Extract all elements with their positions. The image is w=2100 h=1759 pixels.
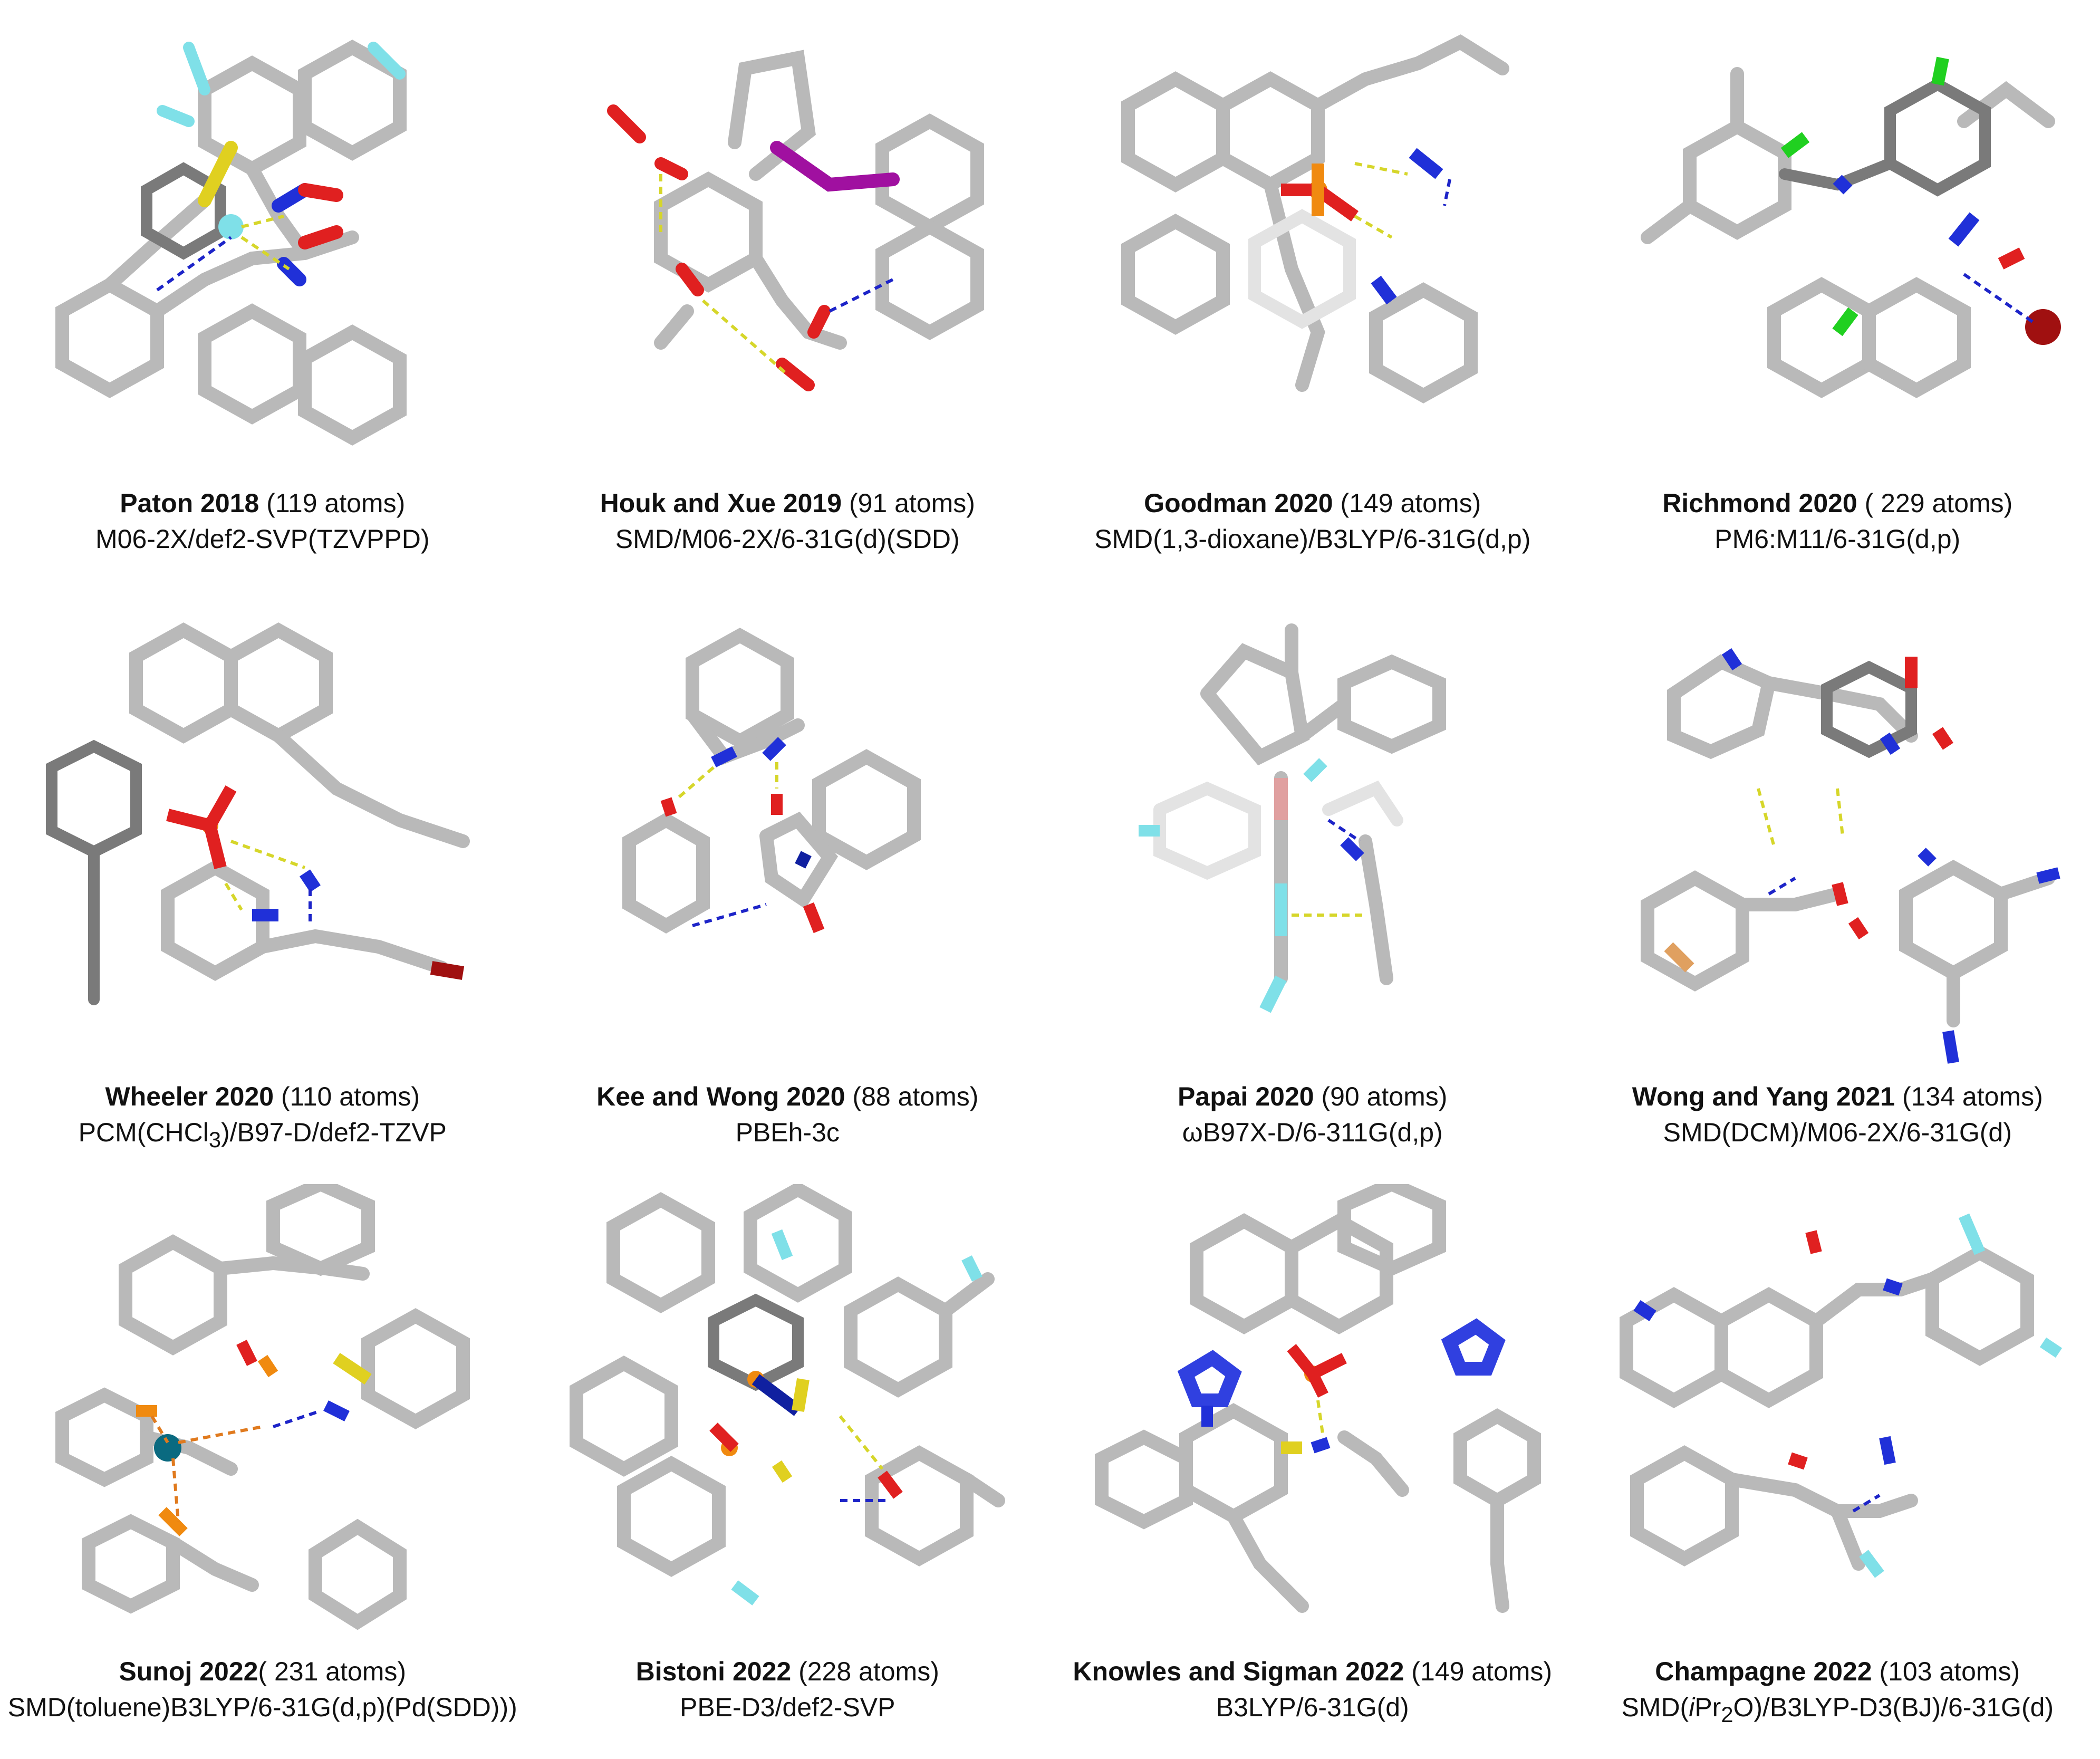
atom-count: (149 atoms) — [1404, 1657, 1553, 1686]
method-label: SMD(1,3-dioxane)/B3LYP/6-31G(d,p) — [1094, 524, 1531, 554]
molecule-structure — [45, 622, 470, 1005]
atom-count: (91 atoms) — [842, 488, 975, 518]
panel-richmond-2020: Richmond 2020 ( 229 atoms) PM6:M11/6-31G… — [1575, 0, 2100, 593]
molecule-structure — [1641, 56, 2062, 398]
author-label: Papai 2020 — [1178, 1082, 1314, 1111]
atom-count: (134 atoms) — [1895, 1082, 2043, 1111]
author-label: Goodman 2020 — [1144, 488, 1333, 518]
author-label: Houk and Xue 2019 — [600, 488, 842, 518]
author-label: Richmond 2020 — [1662, 488, 1857, 518]
method-label: SMD(iPr2O)/B3LYP-D3(BJ)/6-31G(d) — [1621, 1693, 2054, 1727]
author-label: Wong and Yang 2021 — [1632, 1082, 1895, 1111]
panel-caption: Wong and Yang 2021 (134 atoms) SMD(DCM)/… — [1632, 1079, 2043, 1150]
panel-caption: Bistoni 2022 (228 atoms) PBE-D3/def2-SVP — [636, 1654, 939, 1725]
atom-count: ( 231 atoms) — [258, 1657, 407, 1686]
method-label: PBE-D3/def2-SVP — [679, 1693, 895, 1722]
molecule-structure — [1620, 1213, 2063, 1578]
panel-wong-yang-2021: Wong and Yang 2021 (134 atoms) SMD(DCM)/… — [1575, 593, 2100, 1168]
panel-knowles-sigman-2022: Knowles and Sigman 2022 (149 atoms) B3LY… — [1050, 1168, 1575, 1759]
molecule-structure — [1138, 623, 1446, 1013]
molecule-structure — [570, 1184, 1006, 1606]
molecule-structure — [1121, 34, 1509, 403]
molecule-structure — [1641, 648, 2060, 1064]
panel-caption: Richmond 2020 ( 229 atoms) PM6:M11/6-31G… — [1662, 485, 2012, 557]
atom-count: ( 229 atoms) — [1857, 488, 2013, 518]
panel-champagne-2022: Champagne 2022 (103 atoms) SMD(iPr2O)/B3… — [1575, 1168, 2100, 1759]
atom-count: (88 atoms) — [845, 1082, 979, 1111]
author-label: Paton 2018 — [120, 488, 259, 518]
panel-caption: Houk and Xue 2019 (91 atoms) SMD/M06-2X/… — [600, 485, 975, 557]
panel-houk-xue-2019: Houk and Xue 2019 (91 atoms) SMD/M06-2X/… — [525, 0, 1051, 593]
panel-wheeler-2020: Wheeler 2020 (110 atoms) PCM(CHCl3)/B97-… — [0, 593, 525, 1168]
panel-goodman-2020: Goodman 2020 (149 atoms) SMD(1,3-dioxane… — [1050, 0, 1575, 593]
method-label: PCM(CHCl3)/B97-D/def2-TZVP — [78, 1118, 447, 1152]
panel-caption: Goodman 2020 (149 atoms) SMD(1,3-dioxane… — [1094, 485, 1530, 557]
method-label: PM6:M11/6-31G(d,p) — [1714, 524, 1961, 554]
author-label: Kee and Wong 2020 — [596, 1082, 845, 1111]
molecule-structure — [607, 50, 985, 391]
molecule-structure — [622, 628, 921, 934]
atom-count: (149 atoms) — [1333, 488, 1481, 518]
atom-count: (110 atoms) — [274, 1082, 420, 1111]
atom-count: (228 atoms) — [791, 1657, 939, 1686]
method-label: M06-2X/def2-SVP(TZVPPD) — [95, 524, 430, 554]
method-label: ωB97X-D/6-311G(d,p) — [1182, 1118, 1443, 1147]
molecule-structure — [55, 40, 407, 446]
method-label: SMD/M06-2X/6-31G(d)(SDD) — [615, 524, 960, 554]
author-label: Champagne 2022 — [1655, 1657, 1872, 1686]
author-label: Wheeler 2020 — [105, 1082, 274, 1111]
panel-caption: Champagne 2022 (103 atoms) SMD(iPr2O)/B3… — [1621, 1654, 2054, 1733]
author-label: Sunoj 2022 — [119, 1657, 258, 1686]
molecule-structure — [55, 1184, 470, 1630]
panel-papai-2020: Papai 2020 (90 atoms) ωB97X-D/6-311G(d,p… — [1050, 593, 1575, 1168]
panel-caption: Sunoj 2022( 231 atoms) SMD(toluene)B3LYP… — [8, 1654, 517, 1725]
panel-caption: Papai 2020 (90 atoms) ωB97X-D/6-311G(d,p… — [1178, 1079, 1447, 1150]
method-label: PBEh-3c — [735, 1118, 840, 1147]
atom-count: (90 atoms) — [1314, 1082, 1448, 1111]
panel-paton-2018: Paton 2018 (119 atoms) M06-2X/def2-SVP(T… — [0, 0, 525, 593]
panel-caption: Wheeler 2020 (110 atoms) PCM(CHCl3)/B97-… — [79, 1079, 447, 1158]
panel-kee-wong-2020: Kee and Wong 2020 (88 atoms) PBEh-3c — [525, 593, 1051, 1168]
panel-caption: Paton 2018 (119 atoms) M06-2X/def2-SVP(T… — [95, 485, 430, 557]
molecule-structure — [1094, 1184, 1541, 1613]
author-label: Knowles and Sigman 2022 — [1073, 1657, 1404, 1686]
method-label: SMD(DCM)/M06-2X/6-31G(d) — [1663, 1118, 2012, 1147]
atom-count: (103 atoms) — [1872, 1657, 2020, 1686]
panel-caption: Kee and Wong 2020 (88 atoms) PBEh-3c — [596, 1079, 978, 1150]
method-label: B3LYP/6-31G(d) — [1216, 1693, 1409, 1722]
panel-sunoj-2022: Sunoj 2022( 231 atoms) SMD(toluene)B3LYP… — [0, 1168, 525, 1759]
panel-caption: Knowles and Sigman 2022 (149 atoms) B3LY… — [1073, 1654, 1552, 1725]
panel-bistoni-2022: Bistoni 2022 (228 atoms) PBE-D3/def2-SVP — [525, 1168, 1051, 1759]
author-label: Bistoni 2022 — [635, 1657, 792, 1686]
method-label: SMD(toluene)B3LYP/6-31G(d,p)(Pd(SDD))) — [7, 1693, 517, 1722]
atom-count: (119 atoms) — [259, 488, 406, 518]
